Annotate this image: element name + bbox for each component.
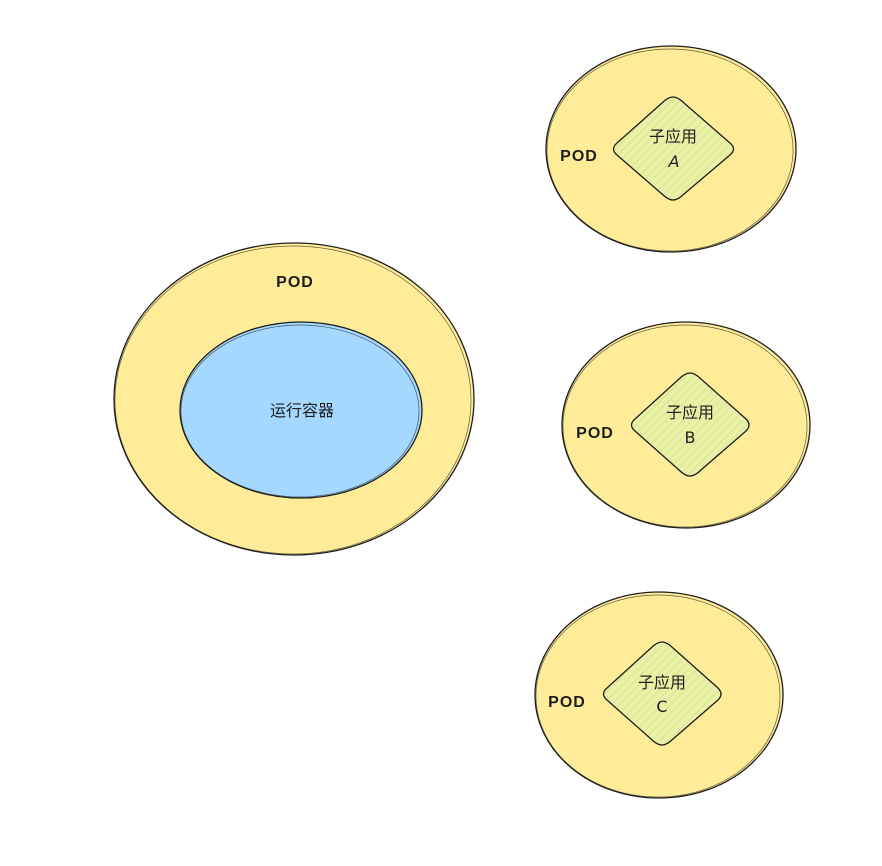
sub-app-a-label: 子应用 <box>649 127 697 146</box>
sub-app-a-diamond <box>612 96 735 201</box>
sub-app-c-id: C <box>656 697 667 716</box>
sub-pod-c-sketch-line <box>535 594 781 798</box>
sub-app-a-id: A <box>668 152 680 171</box>
main-pod-sketch-line <box>114 245 472 555</box>
sub-app-c-diamond <box>602 641 722 746</box>
runtime-container-sketch-line <box>180 324 420 498</box>
runtime-container[interactable]: 运行容器 <box>179 321 423 499</box>
sub-pod-a[interactable]: POD 子应用 A <box>545 45 797 253</box>
sub-app-a[interactable]: 子应用 A <box>612 96 735 201</box>
sub-pod-b[interactable]: POD 子应用 B <box>561 321 811 529</box>
sub-pod-a-sketch-line <box>546 48 794 252</box>
sub-pod-c[interactable]: POD 子应用 C <box>534 591 784 799</box>
sub-pod-a-label: POD <box>560 148 598 165</box>
runtime-container-shape <box>179 321 423 499</box>
sub-pod-c-label: POD <box>548 694 586 711</box>
runtime-container-label: 运行容器 <box>270 401 334 420</box>
sub-pod-b-label: POD <box>576 425 614 442</box>
sub-app-b-id: B <box>685 428 696 447</box>
sub-pod-b-sketch-line <box>562 324 808 528</box>
sub-app-b-diamond <box>630 372 750 477</box>
main-pod[interactable]: POD 运行容器 <box>113 242 475 556</box>
main-pod-label: POD <box>276 274 314 291</box>
sub-app-c[interactable]: 子应用 C <box>602 641 722 746</box>
sub-app-c-label: 子应用 <box>638 673 686 692</box>
sub-app-b-label: 子应用 <box>666 403 714 422</box>
sub-app-b[interactable]: 子应用 B <box>630 372 750 477</box>
